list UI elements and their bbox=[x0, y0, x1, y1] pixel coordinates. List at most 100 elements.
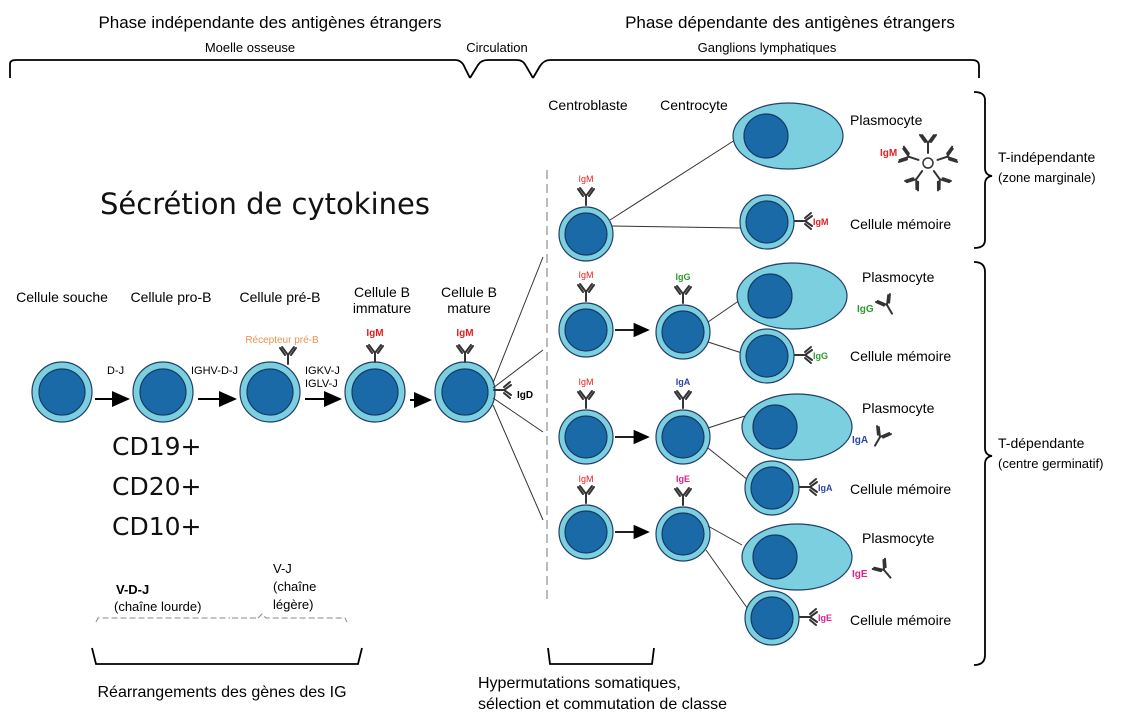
secreted-iga-label: IgA bbox=[852, 435, 868, 446]
svg-text:IgE: IgE bbox=[818, 613, 832, 623]
plasmocyte-ige bbox=[741, 523, 853, 591]
memory-label-1: Cellule mémoire bbox=[850, 216, 951, 232]
light-chain-label-2: légère) bbox=[273, 597, 313, 612]
cd19-marker: CD19+ bbox=[112, 432, 201, 461]
svg-text:IgG: IgG bbox=[813, 351, 828, 361]
vj-label: V-J bbox=[273, 561, 292, 576]
stem-cell-label: Cellule souche bbox=[16, 289, 108, 305]
plasmocyte-iga bbox=[741, 393, 853, 461]
igkv-label: IGKV-J bbox=[305, 365, 340, 377]
pro-b-cell bbox=[132, 361, 194, 423]
dependent-phase-title: Phase dépendante des antigènes étrangers bbox=[625, 13, 955, 32]
memory-label-3: Cellule mémoire bbox=[850, 481, 951, 497]
ighv-label: IGHV-D-J bbox=[191, 365, 238, 377]
memory-cell-igg: IgG bbox=[739, 328, 828, 384]
hypermutation-caption-1: Hypermutations somatiques, bbox=[478, 675, 681, 692]
centrocyte-igg: IgG bbox=[655, 272, 711, 360]
mature-branch-lines bbox=[492, 256, 544, 521]
immature-b-cell bbox=[344, 361, 406, 423]
t-independent-label: T-indépendante bbox=[998, 149, 1096, 165]
centrocyte-iga: IgA bbox=[655, 377, 711, 465]
secreted-ige-label: IgE bbox=[852, 569, 868, 580]
svg-text:IgA: IgA bbox=[818, 483, 833, 493]
svg-text:IgM: IgM bbox=[813, 217, 829, 227]
mature-igd-label: IgD bbox=[517, 390, 533, 401]
centroblast-igm-2: IgM bbox=[558, 270, 614, 358]
mature-igm-label: IgM bbox=[456, 328, 473, 339]
immature-b-cell-label: Cellule B bbox=[354, 284, 410, 300]
svg-text:IgM: IgM bbox=[578, 174, 593, 184]
mature-b-cell-label-2: mature bbox=[447, 300, 491, 316]
immature-igm-icon bbox=[366, 344, 384, 363]
t-independent-brace bbox=[973, 91, 993, 249]
plasmocyte-label-1: Plasmocyte bbox=[850, 112, 923, 128]
circulation-brace bbox=[469, 59, 534, 79]
immature-b-cell-label-2: immature bbox=[353, 300, 412, 316]
centroblast-igm-3: IgM bbox=[558, 377, 614, 465]
hypermutation-caption-2: sélection et commutation de classe bbox=[478, 696, 727, 713]
secreted-igg-icon bbox=[875, 293, 900, 319]
vdj-label: V-D-J bbox=[116, 582, 149, 597]
secreted-ige-icon bbox=[871, 557, 898, 584]
heavy-chain-label: (chaîne lourde) bbox=[114, 599, 201, 614]
rearrangement-bracket bbox=[91, 647, 363, 665]
centrocyte-ige: IgE bbox=[655, 474, 711, 562]
pre-b-cell bbox=[239, 361, 301, 423]
hypermutation-bracket bbox=[547, 647, 655, 665]
svg-text:IgA: IgA bbox=[676, 377, 691, 387]
independent-phase-title: Phase indépendante des antigènes étrange… bbox=[98, 13, 441, 32]
secreted-iga-icon bbox=[867, 425, 892, 451]
plasmocyte-label-3: Plasmocyte bbox=[862, 400, 935, 416]
plasmocyte-igm bbox=[732, 102, 844, 170]
svg-text:IgE: IgE bbox=[676, 474, 690, 484]
ig-rearrangement-caption: Réarrangements des gènes des IG bbox=[97, 684, 346, 701]
pre-b-receptor-icon bbox=[279, 346, 297, 365]
svg-text:IgM: IgM bbox=[578, 270, 593, 280]
bone-marrow-brace bbox=[9, 59, 471, 79]
stem-cell bbox=[31, 361, 93, 423]
centroblast-label: Centroblaste bbox=[548, 97, 628, 113]
germinal-center-label: (centre germinatif) bbox=[998, 456, 1103, 471]
lymph-node-brace bbox=[532, 59, 980, 79]
marginal-zone-label: (zone marginale) bbox=[998, 170, 1096, 185]
dj-label: D-J bbox=[107, 365, 124, 377]
rearrangement-dashed-line bbox=[95, 613, 348, 623]
outcome-branch-lines bbox=[609, 139, 751, 613]
centrocyte-label: Centrocyte bbox=[660, 97, 728, 113]
svg-text:IgM: IgM bbox=[578, 377, 593, 387]
memory-cell-ige: IgE bbox=[744, 590, 832, 646]
bone-marrow-label: Moelle osseuse bbox=[205, 40, 295, 55]
plasmocyte-igg bbox=[736, 262, 848, 330]
svg-text:IgM: IgM bbox=[578, 474, 593, 484]
circulation-label: Circulation bbox=[466, 40, 527, 55]
svg-text:IgG: IgG bbox=[676, 272, 691, 282]
pre-b-cell-label: Cellule pré-B bbox=[240, 289, 321, 305]
pro-b-cell-label: Cellule pro-B bbox=[131, 289, 212, 305]
cd20-marker: CD20+ bbox=[112, 472, 201, 501]
memory-cell-igm: IgM bbox=[739, 194, 829, 250]
memory-label-2: Cellule mémoire bbox=[850, 348, 951, 364]
memory-cell-iga: IgA bbox=[744, 460, 833, 516]
memory-label-4: Cellule mémoire bbox=[850, 612, 951, 628]
pre-b-receptor-label: Récepteur pré-B bbox=[245, 335, 319, 346]
mature-b-cell bbox=[434, 361, 496, 423]
mature-igd-icon bbox=[493, 381, 512, 399]
plasmocyte-label-4: Plasmocyte bbox=[862, 530, 935, 546]
iglv-label: IGLV-J bbox=[305, 378, 338, 390]
cytokine-secretion-label: Sécrétion de cytokines bbox=[100, 187, 430, 221]
centroblast-igm-1: IgM bbox=[558, 174, 614, 262]
lymph-nodes-label: Ganglions lymphatiques bbox=[698, 40, 837, 55]
plasmocyte-igm-label: IgM bbox=[880, 148, 897, 159]
igm-pentamer-icon bbox=[897, 134, 959, 192]
cd10-marker: CD10+ bbox=[112, 512, 201, 541]
mature-b-cell-label: Cellule B bbox=[441, 284, 497, 300]
light-chain-label: (chaîne bbox=[273, 579, 316, 594]
t-dependent-label: T-dépendante bbox=[998, 435, 1085, 451]
t-dependent-brace bbox=[973, 261, 993, 666]
plasmocyte-label-2: Plasmocyte bbox=[862, 269, 935, 285]
secreted-igg-label: IgG bbox=[857, 304, 874, 315]
centroblast-igm-4: IgM bbox=[558, 474, 614, 560]
immature-igm-label: IgM bbox=[366, 328, 383, 339]
mature-igm-icon bbox=[456, 344, 474, 363]
